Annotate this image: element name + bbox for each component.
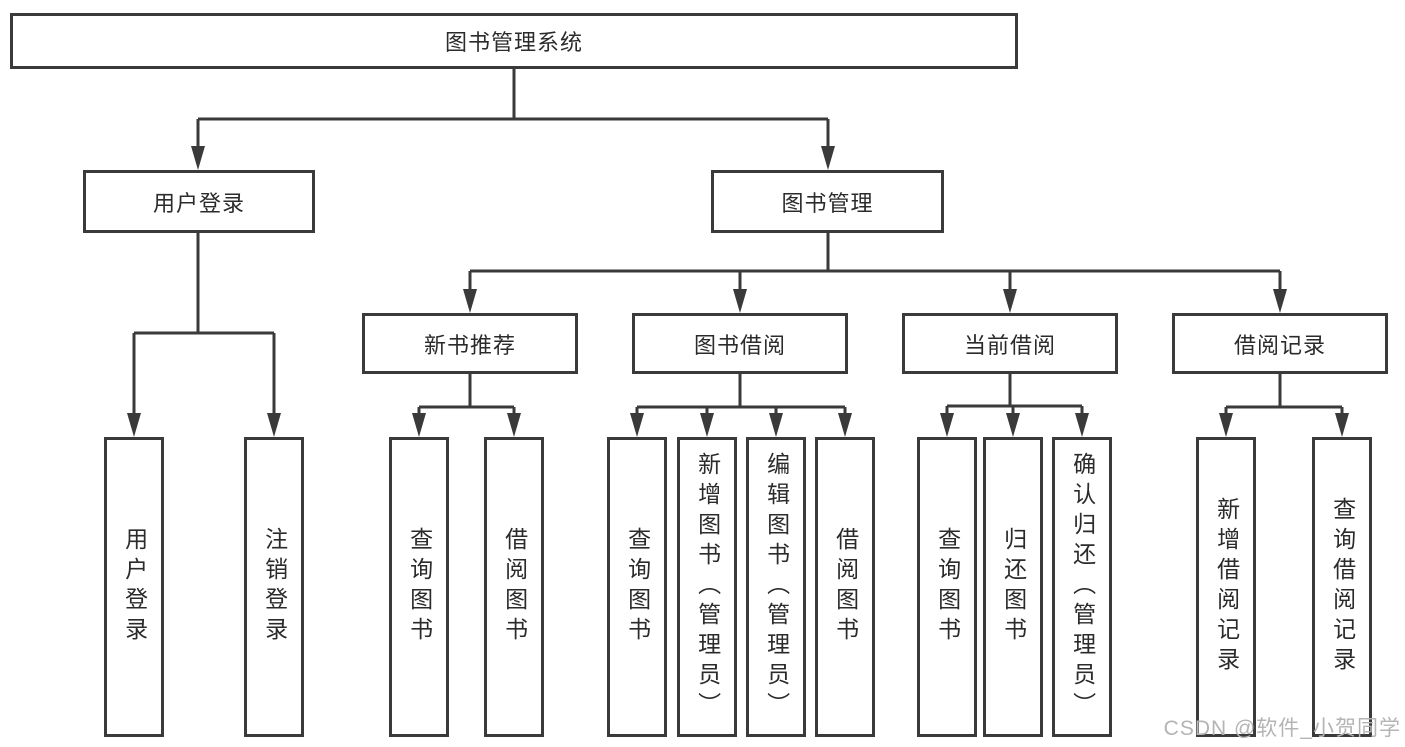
leaf-confirm-return-admin-label: 确认归还（管理员）	[1069, 452, 1096, 722]
node-borrow-records-label: 借阅记录	[1233, 332, 1326, 358]
node-new-book-recommend-label: 新书推荐	[423, 332, 516, 358]
node-current-borrow: 当前借阅	[902, 313, 1118, 374]
connector-current-borrow	[940, 374, 1089, 437]
arrow-down-icon	[463, 289, 1287, 313]
connector-book-management	[463, 233, 1287, 313]
node-book-borrow-label: 图书借阅	[693, 332, 786, 358]
leaf-new-query-book-label: 查询图书	[406, 527, 433, 647]
node-root: 图书管理系统	[10, 13, 1018, 69]
node-user-login-label: 用户登录	[152, 190, 245, 216]
node-current-borrow-label: 当前借阅	[963, 332, 1056, 358]
leaf-confirm-return-admin: 确认归还（管理员）	[1052, 437, 1112, 737]
leaf-add-book-admin-label: 新增图书（管理员）	[694, 452, 721, 722]
leaf-borrow-book: 借阅图书	[815, 437, 875, 737]
node-user-login: 用户登录	[83, 170, 315, 233]
node-root-label: 图书管理系统	[444, 30, 583, 55]
connector-book-borrow	[630, 374, 852, 437]
leaf-logout: 注销登录	[244, 437, 304, 737]
connector-root	[191, 69, 835, 170]
arrow-down-icon	[412, 413, 521, 437]
arrow-down-icon	[940, 413, 1089, 437]
connector-new-books	[412, 374, 521, 437]
leaf-edit-book-admin-label: 编辑图书（管理员）	[763, 452, 790, 722]
leaf-add-borrow-record-label: 新增借阅记录	[1213, 497, 1240, 677]
leaf-return-book: 归还图书	[983, 437, 1043, 737]
arrow-down-icon	[1219, 413, 1349, 437]
connector-borrow-records	[1219, 374, 1349, 437]
leaf-user-login: 用户登录	[104, 437, 164, 737]
leaf-user-login-label: 用户登录	[121, 527, 148, 647]
leaf-query-borrow-record-label: 查询借阅记录	[1329, 497, 1356, 677]
leaf-edit-book-admin: 编辑图书（管理员）	[746, 437, 806, 737]
arrow-down-icon	[127, 413, 281, 437]
arrow-down-icon	[630, 413, 852, 437]
node-book-borrow: 图书借阅	[632, 313, 848, 374]
leaf-borrow-book-label: 借阅图书	[832, 527, 859, 647]
watermark: CSDN @软件_小贺同学	[1163, 717, 1401, 740]
node-book-management-label: 图书管理	[781, 190, 874, 216]
leaf-new-borrow-book-label: 借阅图书	[501, 527, 528, 647]
connector-user-login	[127, 233, 281, 437]
leaf-add-book-admin: 新增图书（管理员）	[677, 437, 737, 737]
leaf-borrow-query-book-label: 查询图书	[624, 527, 651, 647]
node-new-book-recommend: 新书推荐	[362, 313, 578, 374]
arrow-down-icon	[191, 146, 835, 170]
node-borrow-records: 借阅记录	[1172, 313, 1388, 374]
leaf-new-borrow-book: 借阅图书	[484, 437, 544, 737]
leaf-logout-label: 注销登录	[261, 527, 288, 647]
leaf-new-query-book: 查询图书	[389, 437, 449, 737]
leaf-add-borrow-record: 新增借阅记录	[1196, 437, 1256, 737]
leaf-current-query-book: 查询图书	[917, 437, 977, 737]
leaf-return-book-label: 归还图书	[1000, 527, 1027, 647]
leaf-current-query-book-label: 查询图书	[934, 527, 961, 647]
leaf-borrow-query-book: 查询图书	[607, 437, 667, 737]
leaf-query-borrow-record: 查询借阅记录	[1312, 437, 1372, 737]
node-book-management: 图书管理	[711, 170, 944, 233]
